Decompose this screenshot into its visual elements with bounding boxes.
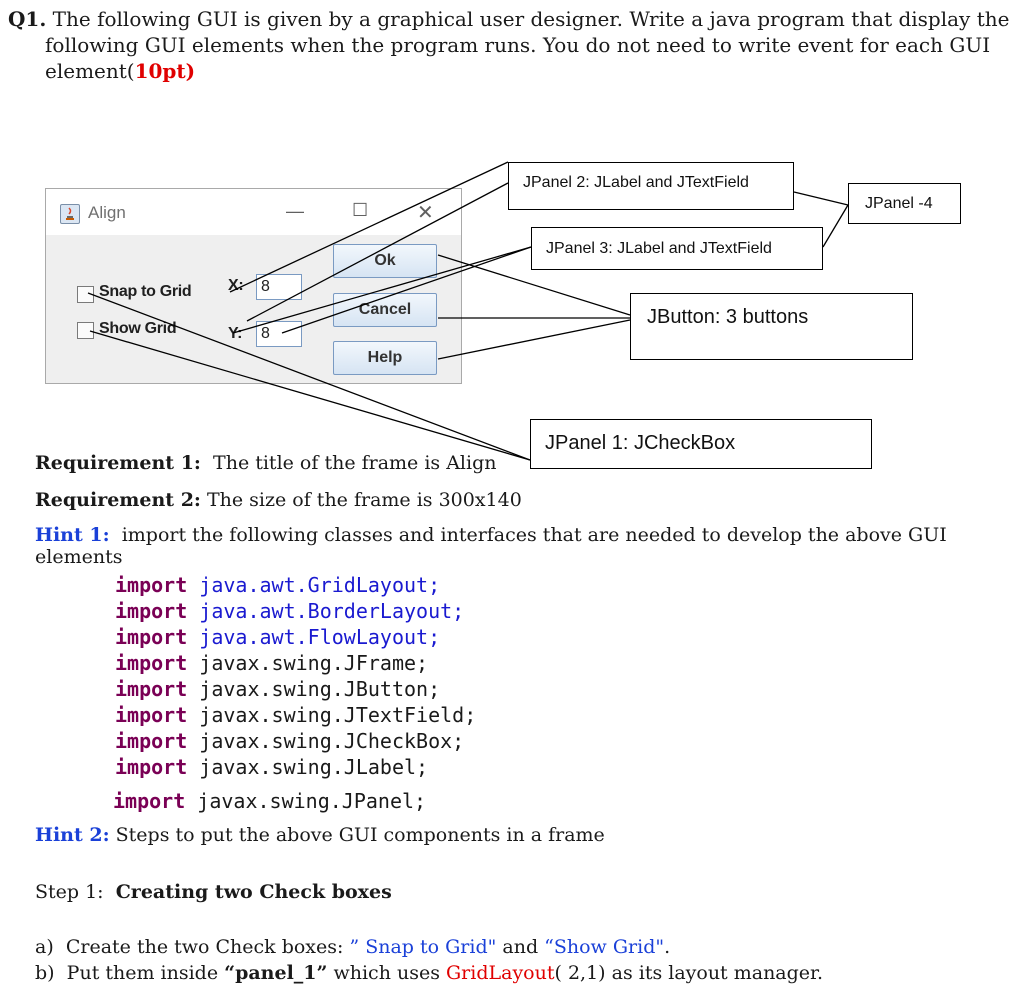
item-a-snap: ” Snap to Grid" [349,936,497,958]
import-line: import javax.swing.JTextField; [115,702,476,728]
close-button[interactable]: ✕ [417,202,434,224]
import-path: javax.swing.JPanel; [197,789,427,813]
item-a: a) Create the two Check boxes: ” Snap to… [35,936,670,958]
requirement-2: Requirement 2: The size of the frame is … [35,489,522,511]
import-line: import javax.swing.JCheckBox; [115,728,476,754]
annotation-panel3: JPanel 3: JLabel and JTextField [531,227,823,270]
import-keyword: import [115,599,188,623]
annotation-panel1: JPanel 1: JCheckBox [530,419,872,469]
item-b: b) Put them inside “panel_1” which uses … [35,962,823,984]
import-keyword: import [115,729,188,753]
show-grid-label: Show Grid [99,320,177,337]
import-line: import javax.swing.JButton; [115,676,476,702]
import-path: javax.swing.JFrame; [199,651,429,675]
ok-button[interactable]: Ok [333,244,437,278]
import-line: import java.awt.GridLayout; [115,572,476,598]
requirement-2-label: Requirement 2: [35,489,201,511]
show-grid-checkbox[interactable] [77,322,94,339]
item-b-marker: b) [35,962,55,984]
item-b-panel: “panel_1” [224,962,328,984]
step-1-title: Creating two Check boxes [115,881,392,903]
item-b-layout: GridLayout [446,962,555,984]
hint-1: Hint 1: import the following classes and… [35,524,1024,568]
snap-to-grid-label: Snap to Grid [99,283,192,300]
item-a-marker: a) [35,936,54,958]
help-button[interactable]: Help [333,341,437,375]
question-line-2: following GUI elements when the program … [45,33,991,57]
import-keyword: import [115,573,188,597]
question-line-1: The following GUI is given by a graphica… [52,7,1010,31]
import-keyword: import [115,677,188,701]
import-line: import javax.swing.JPanel; [113,788,426,814]
import-line: import java.awt.BorderLayout; [115,598,476,624]
question-points: 10pt [134,59,186,83]
hint-2: Hint 2: Steps to put the above GUI compo… [35,824,605,846]
x-label: X: [228,277,244,294]
java-cup-icon [60,204,80,224]
import-path: javax.swing.JTextField; [199,703,477,727]
step-1-label: Step 1: [35,881,104,903]
y-label: Y: [228,325,243,342]
import-path: javax.swing.JCheckBox; [199,729,465,753]
item-a-text: Create the two Check boxes: [65,936,350,958]
annotation-panel2: JPanel 2: JLabel and JTextField [508,162,794,210]
import-path: java.awt.FlowLayout; [199,625,441,649]
import-keyword: import [113,789,186,813]
hint-2-text: Steps to put the above GUI components in… [115,824,605,846]
item-b-uses: which uses [327,962,446,984]
import-path: javax.swing.JButton; [199,677,441,701]
item-a-and: and [496,936,545,958]
hint-1-text: import the following classes and interfa… [35,524,947,568]
window-title: Align [88,203,126,222]
item-b-text: Put them inside [66,962,225,984]
align-window: Align — ☐ ✕ Snap to Grid Show Grid X: 8 … [45,188,462,384]
y-text-field[interactable]: 8 [256,321,302,347]
step-1: Step 1: Creating two Check boxes [35,881,392,903]
import-list: import java.awt.GridLayout; import java.… [115,572,476,780]
item-b-end: ( 2,1) as its layout manager. [554,962,824,984]
question-text: Q1. The following GUI is given by a grap… [8,6,1013,84]
item-a-show: “Show Grid" [544,936,665,958]
import-line: import javax.swing.JFrame; [115,650,476,676]
requirement-1-label: Requirement 1: [35,452,201,474]
item-a-end: . [664,936,671,958]
hint-2-label: Hint 2: [35,824,110,846]
import-keyword: import [115,755,188,779]
import-keyword: import [115,651,188,675]
import-line: import javax.swing.JLabel; [115,754,476,780]
requirement-1-text: The title of the frame is Align [213,452,497,474]
question-line-3: element( [45,59,135,83]
import-keyword: import [115,625,188,649]
import-line: import java.awt.FlowLayout; [115,624,476,650]
hint-1-label: Hint 1: [35,524,110,546]
import-path: java.awt.GridLayout; [199,573,441,597]
maximize-button[interactable]: ☐ [352,200,369,220]
question-number: Q1. [8,7,47,31]
import-path: java.awt.BorderLayout; [199,599,465,623]
question-close-paren: ) [185,59,196,83]
annotation-buttons: JButton: 3 buttons [630,293,913,360]
annotation-panel4: JPanel -4 [848,183,961,224]
minimize-button[interactable]: — [286,201,304,221]
import-keyword: import [115,703,188,727]
requirement-1: Requirement 1: The title of the frame is… [35,452,496,474]
import-path: javax.swing.JLabel; [199,755,429,779]
requirement-2-text: The size of the frame is 300x140 [206,489,522,511]
window-title-bar: Align — ☐ ✕ [46,189,461,235]
